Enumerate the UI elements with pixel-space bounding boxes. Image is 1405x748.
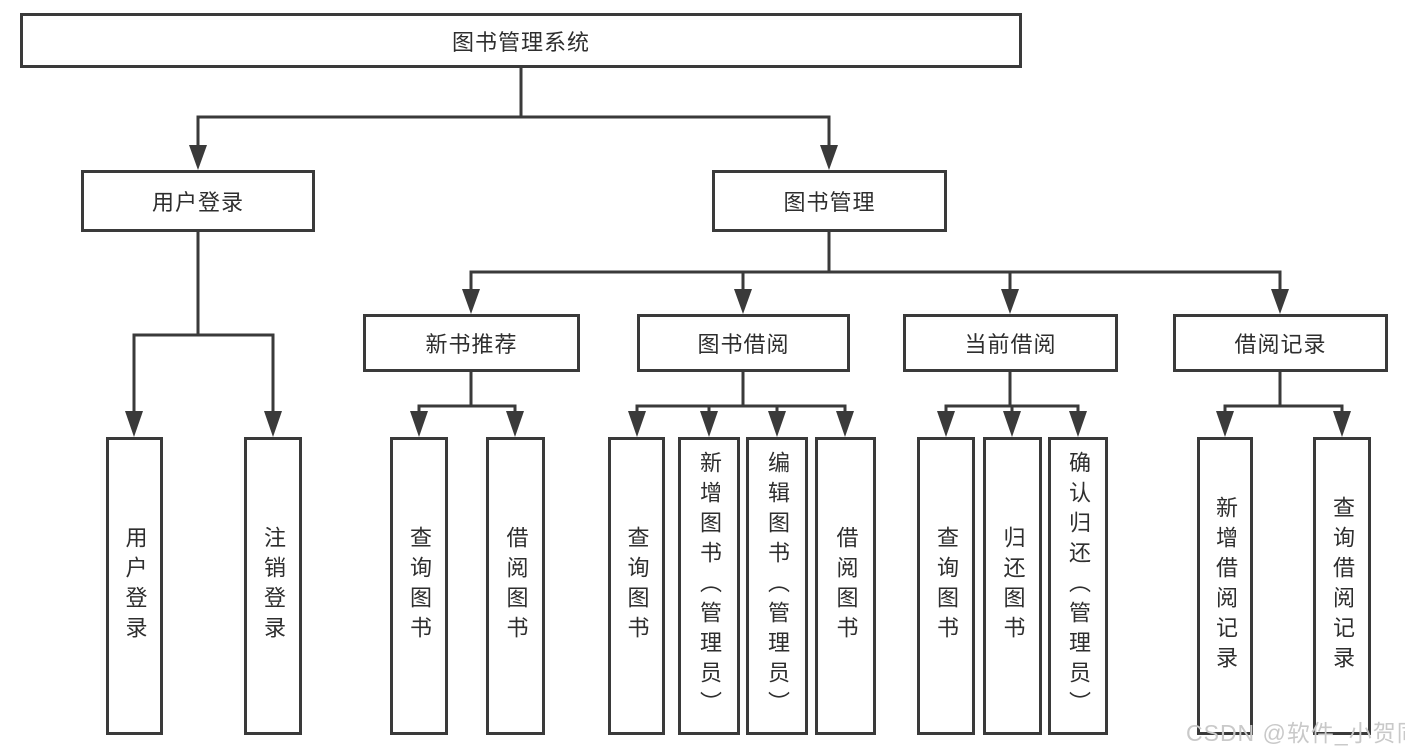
node-current-borrow: 当前借阅 <box>903 314 1118 372</box>
node-library-management-system: 图书管理系统 <box>20 13 1022 68</box>
node-new-book-recommend: 新书推荐 <box>363 314 580 372</box>
leaf-confirm-return-admin: 确认归还（管理员） <box>1048 437 1108 735</box>
leaf-user-login: 用户登录 <box>106 437 163 735</box>
node-book-management: 图书管理 <box>712 170 947 232</box>
node-borrow-record: 借阅记录 <box>1173 314 1388 372</box>
leaf-return-book: 归还图书 <box>983 437 1042 735</box>
leaf-add-book-admin: 新增图书（管理员） <box>678 437 740 735</box>
node-book-borrow: 图书借阅 <box>637 314 850 372</box>
leaf-query-borrow-record: 查询借阅记录 <box>1313 437 1371 735</box>
leaf-edit-book-admin: 编辑图书（管理员） <box>746 437 808 735</box>
leaf-borrow-books: 借阅图书 <box>815 437 876 735</box>
csdn-watermark: CSDN @软件_小贺同学 <box>1186 720 1405 746</box>
leaf-add-borrow-record: 新增借阅记录 <box>1197 437 1253 735</box>
leaf-logout: 注销登录 <box>244 437 302 735</box>
leaf-query-books-recommend: 查询图书 <box>390 437 448 735</box>
leaf-query-books-current: 查询图书 <box>917 437 975 735</box>
leaf-borrow-books-recommend: 借阅图书 <box>486 437 545 735</box>
node-user-login: 用户登录 <box>81 170 315 232</box>
leaf-query-books-borrow: 查询图书 <box>608 437 665 735</box>
